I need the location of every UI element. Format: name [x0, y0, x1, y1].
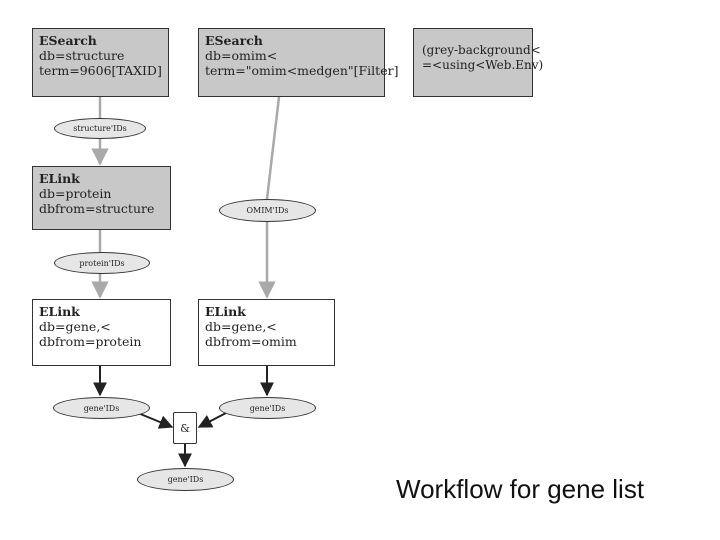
esearch-structure-term: term=9606[TAXID] [39, 63, 162, 78]
gene-ids-right-label: gene'IDs [249, 403, 286, 413]
and-operator-symbol: & [180, 421, 190, 435]
legend-note-line-2: =<using<Web.Env) [422, 58, 544, 72]
esearch-structure-db: db=structure [39, 48, 125, 63]
and-operator-box: & [173, 412, 197, 444]
structure-ids-oval: structure'IDs [54, 118, 146, 139]
elink-gene-omim-title: ELink [205, 304, 246, 319]
esearch-omim-db: db=omim< [205, 48, 278, 63]
legend-note-line-1: (grey-background< [422, 43, 541, 57]
gene-ids-left-oval: gene'IDs [53, 397, 150, 419]
gene-ids-final-oval: gene'IDs [137, 468, 234, 491]
gene-ids-final-label: gene'IDs [167, 475, 204, 484]
elink-protein-title: ELink [39, 171, 80, 186]
gene-ids-left-label: gene'IDs [83, 403, 120, 413]
elink-protein-dbfrom: dbfrom=structure [39, 201, 155, 216]
omim-ids-oval: OMIM'IDs [219, 199, 316, 222]
edge-esearch-omim-to-omim-ids [265, 96, 281, 200]
edge-gene-ids-left-to-and [137, 412, 174, 429]
esearch-structure-box: ESearch db=structure term=9606[TAXID] [32, 28, 169, 97]
esearch-omim-title: ESearch [205, 33, 263, 48]
elink-gene-omim-db: db=gene,< [205, 319, 277, 334]
gene-ids-right-oval: gene'IDs [219, 397, 316, 419]
esearch-structure-title: ESearch [39, 33, 97, 48]
elink-gene-protein-db: db=gene,< [39, 319, 111, 334]
esearch-omim-box: ESearch db=omim< term="omim<medgen"[Filt… [198, 28, 399, 97]
elink-gene-omim-dbfrom: dbfrom=omim [205, 334, 297, 349]
elink-gene-protein-box: ELink db=gene,< dbfrom=protein [32, 299, 171, 366]
legend-note-box: (grey-background< =<using<Web.Env) [413, 28, 544, 97]
slide-caption: Workflow for gene list [396, 474, 645, 504]
protein-ids-oval: protein'IDs [54, 252, 150, 274]
structure-ids-label: structure'IDs [73, 124, 127, 133]
elink-gene-protein-dbfrom: dbfrom=protein [39, 334, 142, 349]
elink-gene-protein-title: ELink [39, 304, 80, 319]
protein-ids-label: protein'IDs [79, 258, 125, 268]
elink-protein-box: ELink db=protein dbfrom=structure [32, 166, 171, 230]
esearch-omim-term: term="omim<medgen"[Filter] [205, 63, 399, 78]
elink-gene-omim-box: ELink db=gene,< dbfrom=omim [198, 299, 335, 366]
elink-protein-db: db=protein [39, 186, 112, 201]
edge-gene-ids-right-to-and [197, 412, 227, 428]
omim-ids-label: OMIM'IDs [246, 206, 289, 215]
